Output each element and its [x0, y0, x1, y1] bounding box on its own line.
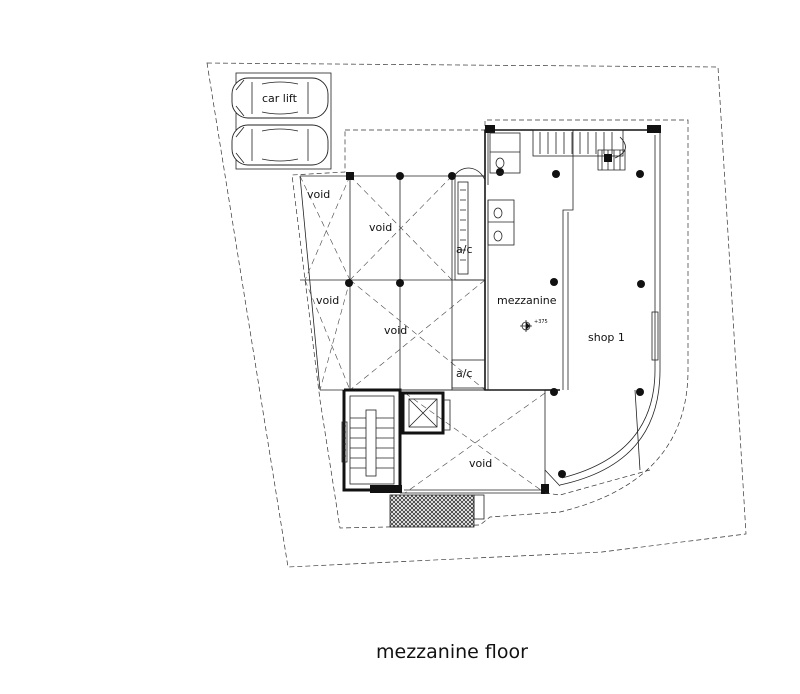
site-boundary: [206, 62, 747, 568]
main-stair-core: [341, 388, 402, 493]
structural-grid: [299, 175, 485, 391]
lift-shaft: [401, 391, 451, 435]
void-label: void: [384, 324, 407, 337]
void-label: void: [316, 294, 339, 307]
mezzanine-label: mezzanine: [497, 294, 557, 307]
columns: [345, 168, 645, 478]
level-mark-label: +375: [534, 319, 548, 325]
level-marker: +375: [520, 319, 548, 332]
building-envelope: [291, 119, 689, 529]
drawing-title: mezzanine floor: [376, 641, 528, 663]
balcony-planter: [389, 494, 485, 528]
upper-stair: [532, 129, 626, 171]
void-diagonals: [299, 175, 546, 494]
car-icon: [231, 124, 329, 166]
car-icon: [231, 77, 329, 119]
service-core: [487, 132, 521, 246]
ac-shaft-lower: [451, 359, 486, 389]
void-label: void: [307, 188, 330, 201]
void-label: void: [469, 457, 492, 470]
shop-label: shop 1: [588, 331, 625, 344]
ac-shaft-upper: [454, 167, 486, 281]
car-lift: car lift: [231, 72, 332, 170]
shop-front-curve: [544, 389, 651, 496]
void-label: void: [369, 221, 392, 234]
car-lift-label: car lift: [262, 92, 298, 105]
ac-label: a/c: [456, 367, 473, 380]
lower-void-box: [400, 389, 549, 494]
ac-label: a/c: [456, 243, 473, 256]
